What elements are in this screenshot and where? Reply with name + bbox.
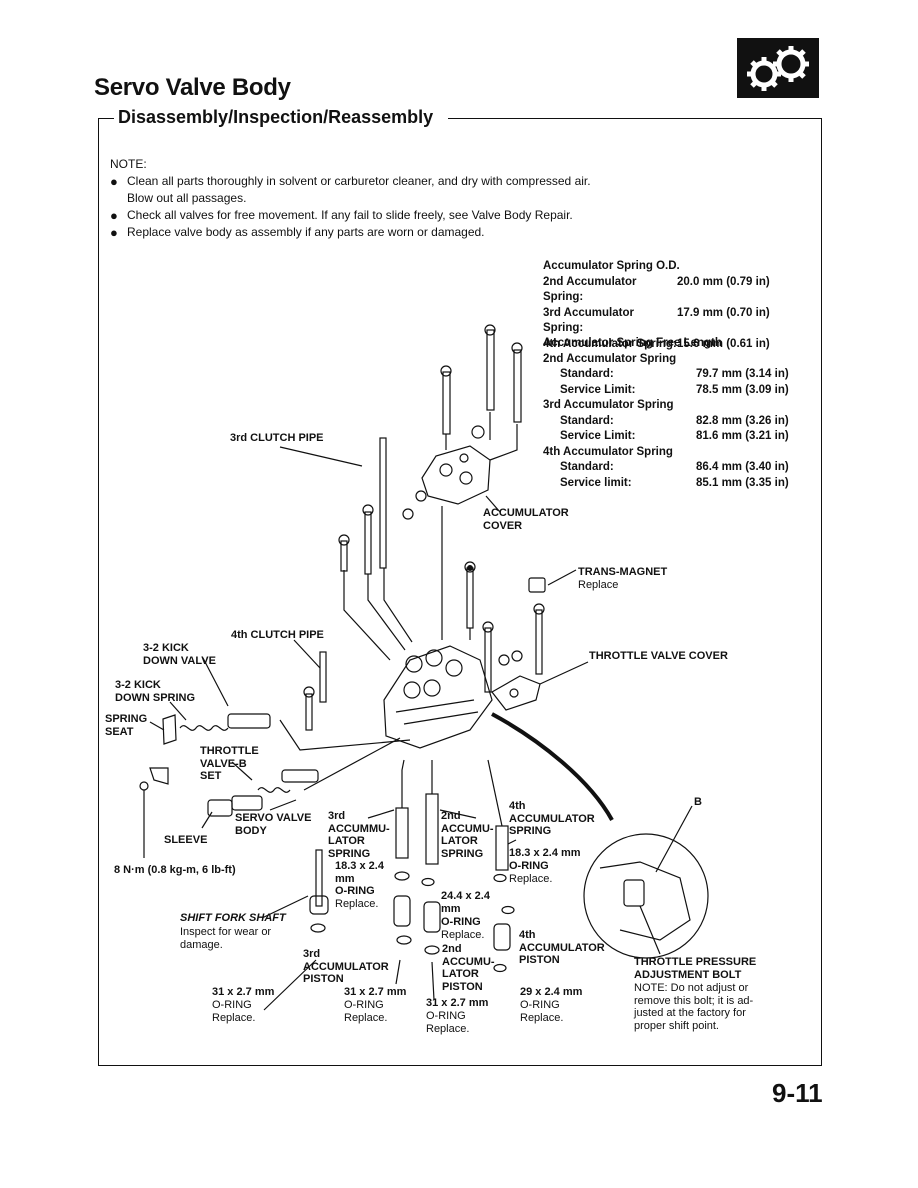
label-oring-31-a: 31 x 2.7 mm bbox=[212, 986, 275, 998]
gears-icon bbox=[737, 38, 819, 98]
bullet-icon: ● bbox=[110, 174, 118, 189]
spring-od-spec: Accumulator Spring O.D. 2nd Accumulator … bbox=[543, 260, 770, 350]
page-title: Servo Valve Body bbox=[94, 74, 291, 101]
bullet-icon: ● bbox=[110, 225, 118, 240]
frame-rule bbox=[448, 118, 822, 119]
label-kickdown-spring: 3-2 KICK DOWN SPRING bbox=[115, 679, 196, 704]
label-3rd-clutch-pipe: 3rd CLUTCH PIPE bbox=[230, 432, 324, 444]
label-oring-31-b: 31 x 2.7 mm bbox=[344, 986, 407, 998]
label-4th-clutch-pipe: 4th CLUTCH PIPE bbox=[231, 629, 324, 641]
label-detail-b: B bbox=[694, 796, 702, 808]
label-oring-18-left: 18.3 x 2.4 mm bbox=[335, 860, 384, 885]
label-throttle-valve-b: THROTTLE VALVE-B SET bbox=[200, 745, 259, 782]
label-throttle-valve-cover: THROTTLE VALVE COVER bbox=[589, 650, 728, 662]
label-4th-accumulator-piston: 4th ACCUMULATOR PISTON bbox=[519, 929, 605, 966]
label-oring-right: O-RING bbox=[509, 860, 549, 872]
bullet-icon: ● bbox=[110, 208, 118, 223]
label-2nd-accumulator-piston: 2nd ACCUMU- LATOR PISTON bbox=[442, 943, 495, 993]
label-2nd-accumulator-spring: 2nd ACCUMU- LATOR SPRING bbox=[441, 810, 494, 860]
section-title: Disassembly/Inspection/Reassembly bbox=[116, 107, 436, 128]
label-trans-magnet: TRANS-MAGNET bbox=[578, 566, 668, 578]
label-oring-31-c: 31 x 2.7 mm bbox=[426, 997, 489, 1009]
label-oring-31-c-type: O-RING Replace. bbox=[426, 1010, 470, 1035]
label-4th-accumulator-spring: 4th ACCUMULATOR SPRING bbox=[509, 800, 595, 837]
label-throttle-pressure-bolt: THROTTLE PRESSURE ADJUSTMENT BOLT bbox=[634, 956, 757, 981]
frame-rule bbox=[98, 118, 114, 119]
label-oring-29-type: O-RING Replace. bbox=[520, 999, 564, 1024]
label-oring-18-right: 18.3 x 2.4 mm bbox=[509, 847, 581, 859]
note-item: ●Check all valves for free movement. If … bbox=[110, 208, 573, 223]
label-oring-24-type: O-RING bbox=[441, 916, 481, 928]
label-accumulator-cover: ACCUMULATOR COVER bbox=[483, 507, 569, 532]
spring-length-spec: Accumulator Spring Free Length 2nd Accum… bbox=[543, 337, 789, 489]
label-shift-fork-note: Inspect for wear or damage. bbox=[180, 926, 272, 951]
label-spring-seat: SPRING SEAT bbox=[105, 713, 148, 738]
page-number: 9-11 bbox=[772, 1078, 823, 1108]
label-replace-24: Replace. bbox=[441, 929, 485, 941]
notes-block: NOTE: ●Clean all parts thoroughly in sol… bbox=[110, 156, 591, 241]
label-replace-right: Replace. bbox=[509, 873, 553, 885]
label-3rd-accumulator-spring: 3rd ACCUMMU- LATOR SPRING bbox=[328, 810, 390, 860]
label-oring-31-a-type: O-RING Replace. bbox=[212, 999, 256, 1024]
label-3rd-accumulator-piston: 3rd ACCUMULATOR PISTON bbox=[303, 948, 389, 985]
label-sleeve: SLEEVE bbox=[164, 834, 208, 846]
label-shift-fork-shaft: SHIFT FORK SHAFT bbox=[180, 912, 286, 924]
label-oring-31-b-type: O-RING Replace. bbox=[344, 999, 388, 1024]
label-oring-left: O-RING bbox=[335, 885, 375, 897]
label-throttle-bolt-note: NOTE: Do not adjust or remove this bolt;… bbox=[634, 982, 754, 1032]
label-kickdown-valve: 3-2 KICK DOWN VALVE bbox=[143, 642, 216, 667]
note-item: ●Clean all parts thoroughly in solvent o… bbox=[110, 174, 591, 189]
label-oring-24: 24.4 x 2.4 mm bbox=[441, 890, 490, 915]
content-frame bbox=[98, 118, 822, 1066]
note-item: Blow out all passages. bbox=[127, 191, 247, 205]
notes-heading: NOTE: bbox=[110, 157, 147, 171]
label-trans-magnet-note: Replace bbox=[578, 579, 619, 591]
label-replace-left: Replace. bbox=[335, 898, 379, 910]
spec-heading: Accumulator Spring O.D. bbox=[543, 260, 680, 272]
note-item: ●Replace valve body as assembly if any p… bbox=[110, 225, 485, 240]
label-oring-29: 29 x 2.4 mm bbox=[520, 986, 583, 998]
label-servo-valve-body: SERVO VALVE BODY bbox=[235, 812, 312, 837]
spec-heading: Accumulator Spring Free Length bbox=[543, 337, 722, 349]
label-torque: 8 N·m (0.8 kg-m, 6 lb-ft) bbox=[114, 864, 236, 876]
